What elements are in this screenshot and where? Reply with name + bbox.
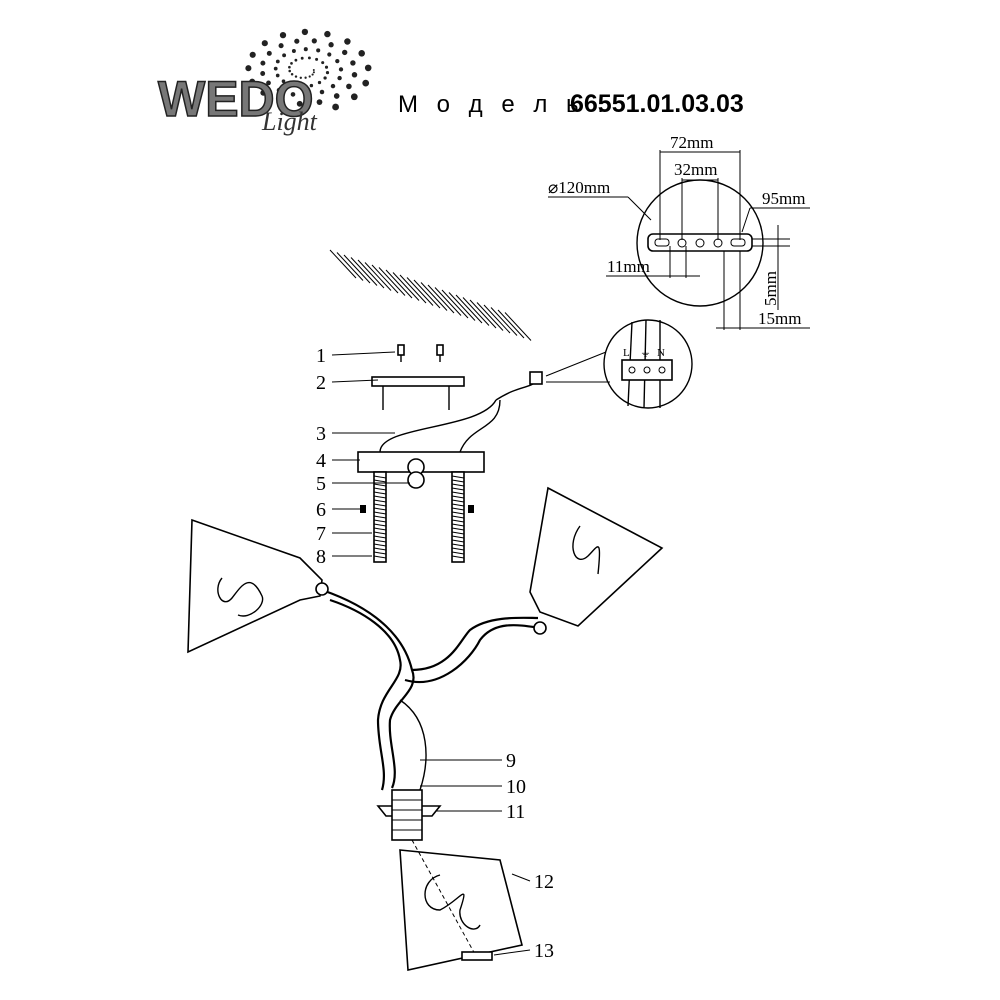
part-label-1: 1 <box>316 345 326 367</box>
part-label-10: 10 <box>506 776 526 798</box>
mounting-plate <box>647 233 753 252</box>
right-shade <box>529 486 664 635</box>
dim-120mm: ⌀120mm <box>548 178 610 197</box>
terminal-block-detail: L ⏚ N <box>545 319 693 409</box>
part-label-3: 3 <box>316 423 326 445</box>
leader-line-2 <box>331 379 379 383</box>
ceiling-hatch <box>329 249 532 341</box>
dim-95mm: 95mm <box>762 189 805 208</box>
leader-line-13 <box>493 949 531 956</box>
terminal-n: N <box>657 347 665 359</box>
left-shade <box>187 518 329 654</box>
connector <box>529 371 543 385</box>
slot-right <box>730 238 746 247</box>
bracket-bar <box>371 376 465 387</box>
dim-32mm: 32mm <box>674 160 717 179</box>
logo-subtext: Light <box>261 107 318 136</box>
part-label-2: 2 <box>316 372 326 394</box>
canopy-assembly <box>357 344 543 563</box>
part-label-9: 9 <box>506 750 516 772</box>
part-label-13: 13 <box>534 940 554 962</box>
part-label-4: 4 <box>316 450 326 472</box>
bracket-dimension-detail: 72mm 32mm ⌀120mm 95mm 11mm 5mm 15mm <box>548 133 810 330</box>
finial <box>461 951 493 961</box>
part-label-6: 6 <box>316 499 326 521</box>
logo-dots <box>245 28 372 111</box>
logo-text: WEDO <box>158 71 314 127</box>
dim-15mm: 15mm <box>758 309 801 328</box>
part-label-7: 7 <box>316 523 326 545</box>
dim-72mm: 72mm <box>670 133 713 152</box>
part-label-8: 8 <box>316 546 326 568</box>
part-label-5: 5 <box>316 473 326 495</box>
hole-2 <box>695 238 705 248</box>
leader-line-1 <box>331 351 396 356</box>
terminal-earth: ⏚ <box>640 346 651 359</box>
lower-socket <box>376 789 442 841</box>
terminal-strip <box>621 359 673 381</box>
part-label-12: 12 <box>534 871 554 893</box>
part-label-11: 11 <box>506 801 525 823</box>
terminal-zoom-circle <box>603 319 693 409</box>
lower-shade <box>399 839 523 971</box>
model-label: М о д е л ь : <box>398 91 610 118</box>
terminal-l: L <box>623 347 630 359</box>
dim-5mm: 5mm <box>761 271 780 306</box>
leader-line-12 <box>511 873 531 882</box>
dim-11mm: 11mm <box>607 257 650 276</box>
lamp-arms <box>321 588 541 791</box>
brand-logo: WEDO Light <box>157 28 372 136</box>
slot-left <box>654 238 670 247</box>
model-number: 66551.01.03.03 <box>570 90 744 118</box>
